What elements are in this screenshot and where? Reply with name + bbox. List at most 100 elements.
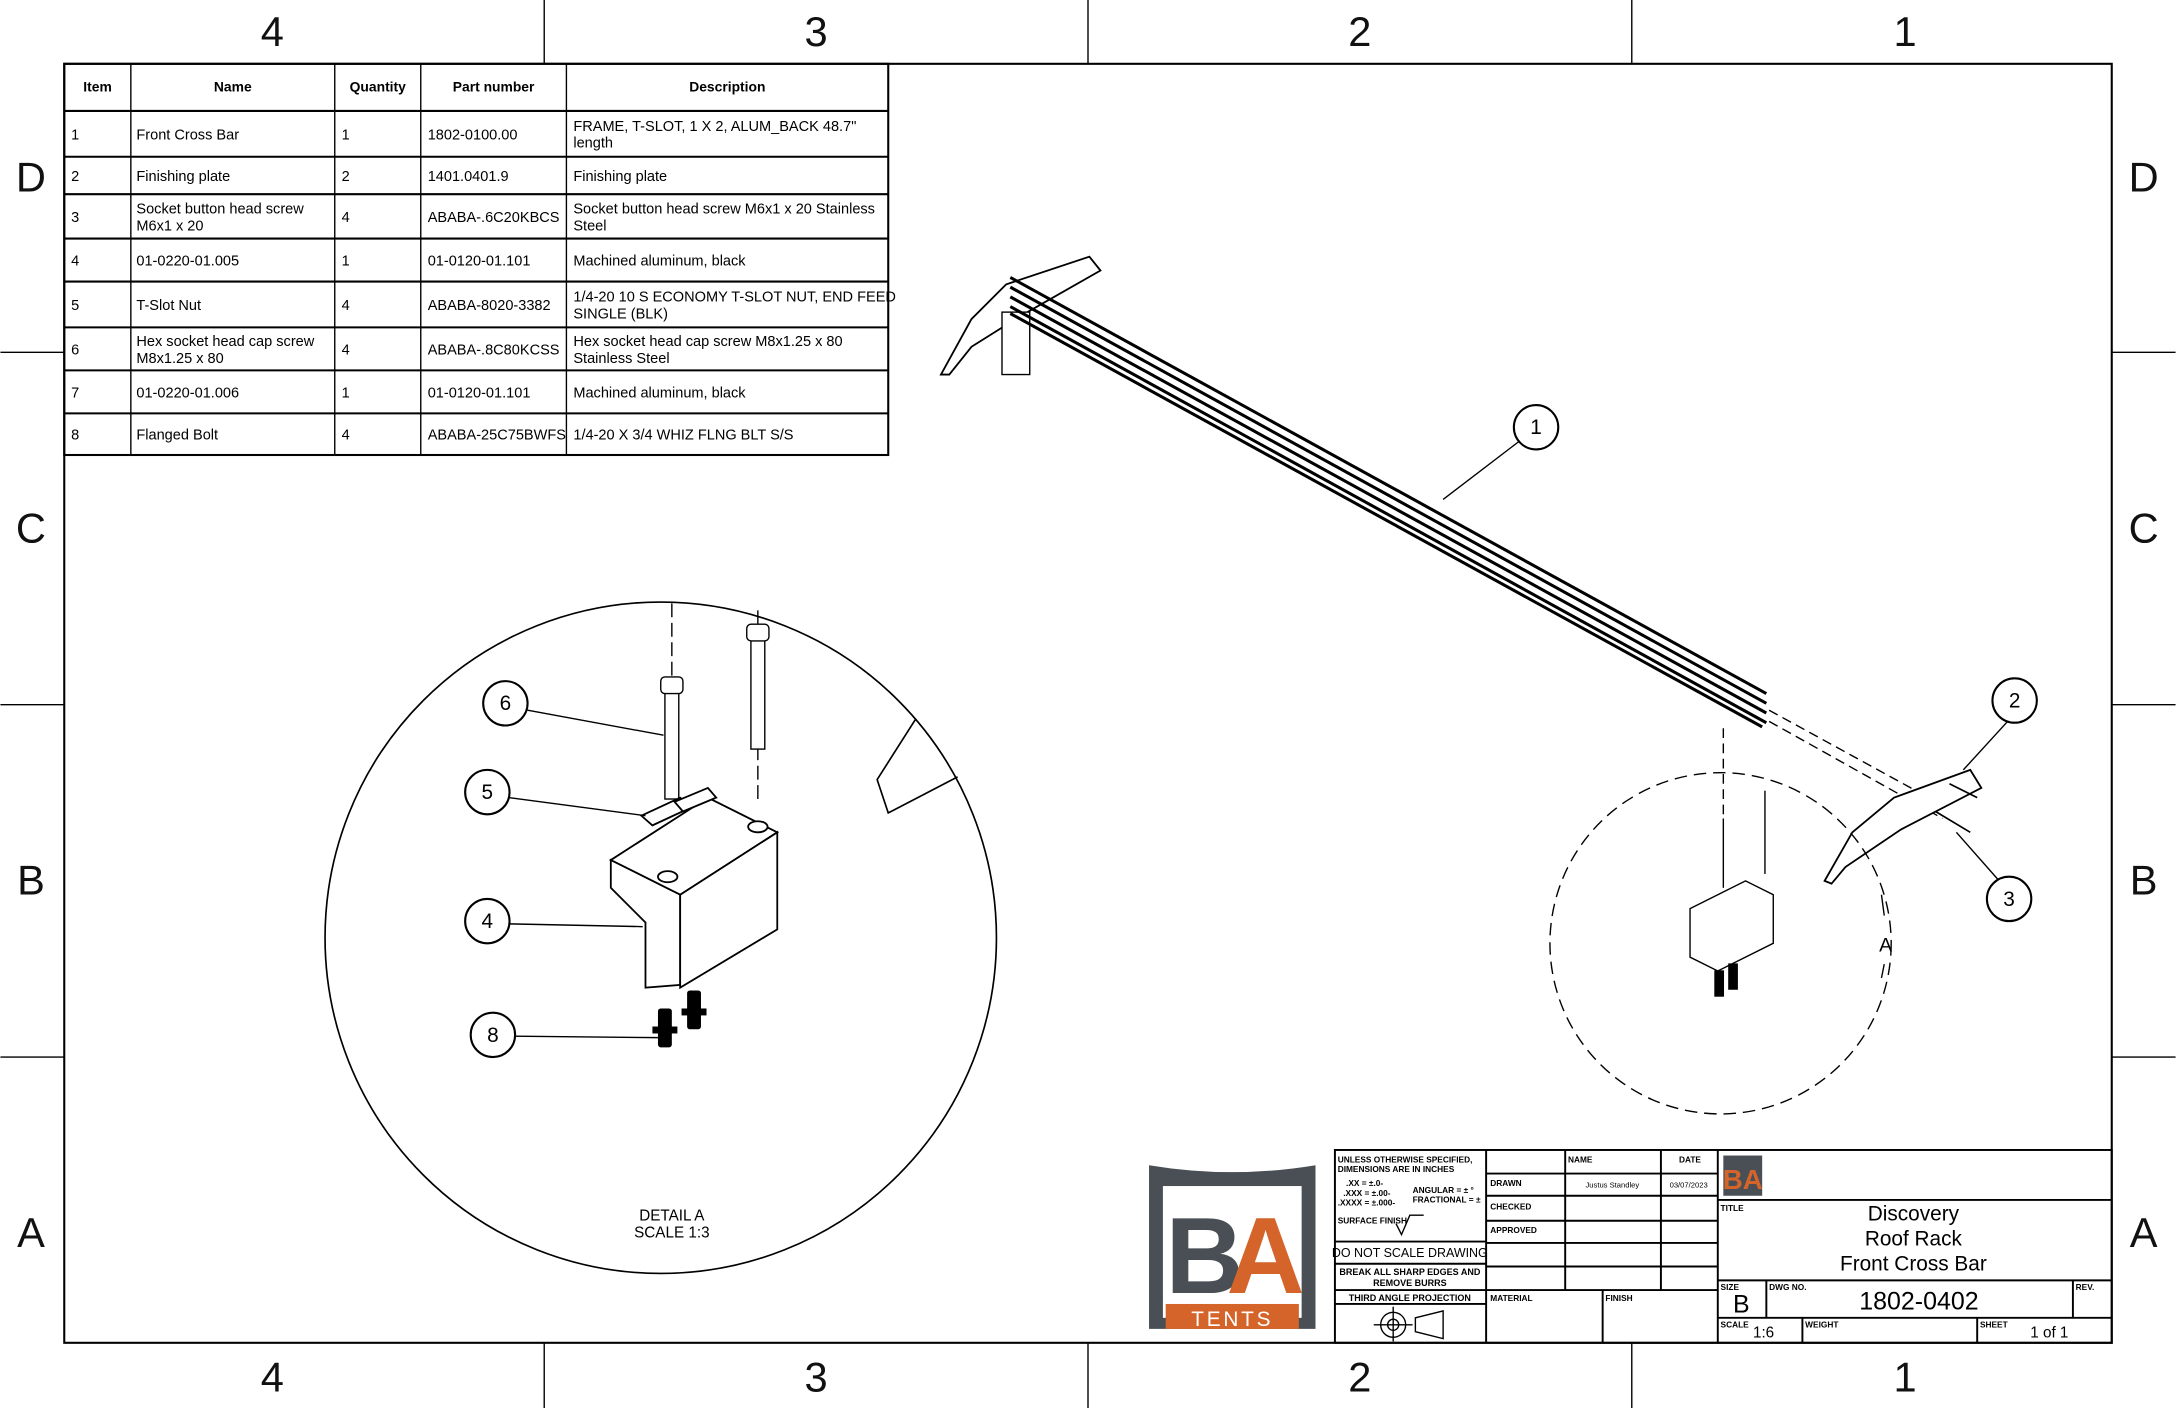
drawing-title-line: Front Cross Bar: [1840, 1253, 1987, 1276]
item-name: Front Cross Bar: [136, 127, 239, 143]
approved-label: APPROVED: [1490, 1225, 1537, 1235]
item-number: 6: [71, 342, 79, 358]
small-bracket-assembly: [1689, 790, 1774, 997]
sheet-size: B: [1733, 1290, 1750, 1318]
part-number: 1401.0401.9: [428, 169, 509, 185]
detail-scale: SCALE 1:3: [634, 1224, 709, 1241]
item-description: FRAME, T-SLOT, 1 X 2, ALUM_BACK 48.7": [573, 119, 856, 135]
item-number: 8: [71, 428, 79, 444]
balloon-number: 2: [2009, 689, 2021, 712]
weight-label: WEIGHT: [1805, 1320, 1838, 1330]
svg-text:BA: BA: [1723, 1164, 1763, 1195]
zone-row-left: D: [16, 153, 46, 200]
item-name: Socket button head screw: [136, 202, 304, 218]
drawing-title-line: Roof Rack: [1865, 1228, 1963, 1251]
leader-lines: [509, 440, 2009, 1039]
zone-row-left: A: [17, 1209, 45, 1256]
item-balloon: 4: [464, 897, 511, 945]
zone-col-top: 4: [261, 8, 284, 55]
do-not-scale-note: DO NOT SCALE DRAWING: [1332, 1246, 1488, 1260]
item-number: 2: [71, 169, 79, 185]
logo-letter-b: B: [1165, 1195, 1243, 1316]
mounting-block: [608, 786, 780, 990]
drawing-scale: 1:6: [1753, 1324, 1774, 1341]
drawing-number: 1802-0402: [1859, 1288, 1978, 1316]
dwg-no-label: DWG NO.: [1769, 1282, 1806, 1292]
tolerance-xxxx: .XXXX = ±.000-: [1338, 1197, 1396, 1207]
balloon-number: 4: [482, 910, 494, 933]
detail-a-boundary: [324, 601, 998, 1275]
logo-subtitle: TENTS: [1191, 1308, 1273, 1331]
zone-col-bottom: 3: [805, 1353, 828, 1400]
drawn-label: DRAWN: [1490, 1178, 1521, 1188]
small-screws: [1935, 783, 1978, 834]
item-number: 7: [71, 385, 79, 401]
assembly-view: A: [939, 255, 1983, 1115]
item-description: Steel: [573, 218, 606, 234]
item-description: Hex socket head cap screw M8x1.25 x 80: [573, 334, 842, 350]
item-quantity: 1: [342, 127, 350, 143]
item-name: Flanged Bolt: [136, 428, 218, 444]
zone-col-top: 3: [805, 8, 828, 55]
tolerance-xx: .XX = ±.0-: [1346, 1178, 1383, 1188]
drawing-border: [63, 62, 2113, 1344]
scale-label: SCALE: [1721, 1320, 1750, 1330]
zone-col-bottom: 1: [1893, 1353, 1916, 1400]
part-number: ABABA-8020-3382: [428, 298, 551, 314]
sheet-number: 1 of 1: [2030, 1324, 2068, 1341]
title-block: UNLESS OTHERWISE SPECIFIED, DIMENSIONS A…: [1332, 1149, 2113, 1344]
right-finishing-plate: [1823, 768, 1983, 885]
balloon-number: 6: [500, 692, 512, 715]
logo-letter-a: A: [1226, 1195, 1304, 1316]
item-description: Machined aluminum, black: [573, 254, 746, 270]
item-balloon: 3: [1985, 875, 2033, 923]
item-balloon: 2: [1991, 677, 2038, 724]
part-number: 01-0120-01.101: [428, 254, 531, 270]
item-balloon: 5: [464, 768, 511, 816]
break-edges-note: REMOVE BURRS: [1373, 1278, 1447, 1288]
zone-row-right: C: [2129, 504, 2159, 551]
zone-row-right: A: [2130, 1209, 2158, 1256]
part-number: 01-0120-01.101: [428, 385, 531, 401]
item-name: Hex socket head cap screw: [136, 334, 314, 350]
explode-lines: [1722, 709, 1943, 820]
zone-row-left: C: [16, 504, 46, 551]
balloon-number: 5: [482, 781, 494, 804]
item-balloon: 6: [482, 680, 529, 727]
item-description: Finishing plate: [573, 169, 667, 185]
sheet-label: SHEET: [1980, 1320, 2008, 1330]
tolerance-note: DIMENSIONS ARE IN INCHES: [1338, 1164, 1455, 1174]
table-header: Name: [214, 79, 252, 95]
balloon-number: 1: [1530, 416, 1542, 439]
item-description: Stainless Steel: [573, 351, 669, 367]
tolerance-fractional: FRACTIONAL = ±: [1413, 1195, 1481, 1205]
name-header: NAME: [1568, 1154, 1593, 1164]
item-description: 1/4-20 10 S ECONOMY T-SLOT NUT, END FEED: [573, 290, 896, 306]
surface-finish-symbol: [1395, 1214, 1424, 1237]
item-description: length: [573, 136, 613, 152]
item-balloon: 1: [1512, 404, 1560, 451]
item-description: Socket button head screw M6x1 x 20 Stain…: [573, 202, 875, 218]
item-name: Finishing plate: [136, 169, 230, 185]
detail-view-letter: A: [1879, 935, 1892, 957]
item-number: 4: [71, 254, 79, 270]
item-name: T-Slot Nut: [136, 298, 201, 314]
ba-tents-logo: B A TENTS: [1149, 1165, 1316, 1331]
detail-label: DETAIL A: [639, 1208, 705, 1225]
item-quantity: 4: [342, 298, 350, 314]
detail-a-callout-circle: [1549, 771, 1892, 1115]
item-name: 01-0220-01.006: [136, 385, 239, 401]
plate-edge-fragment: [876, 718, 958, 815]
part-number: ABABA-.8C80KCSS: [428, 342, 560, 358]
zone-row-left: B: [17, 857, 45, 904]
part-number: ABABA-.6C20KBCS: [428, 210, 560, 226]
size-label: SIZE: [1721, 1282, 1740, 1292]
